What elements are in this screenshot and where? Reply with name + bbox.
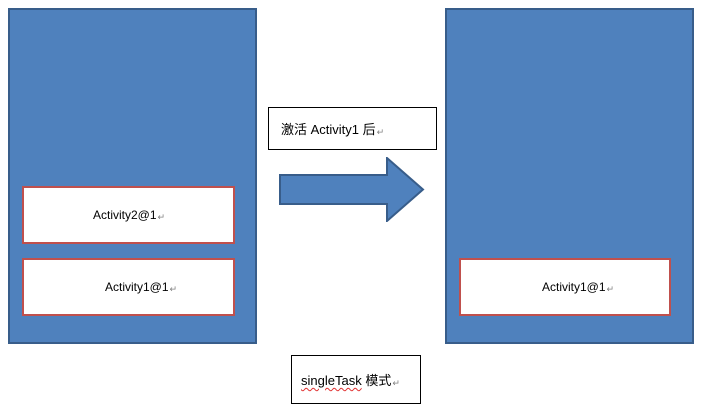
activity1-box-after: Activity1@1↵ [459,258,671,316]
action-label: 激活 Activity1 后↵ [281,122,385,137]
right-arrow-icon [279,157,425,222]
mode-label: singleTask 模式↵ [301,370,400,389]
paragraph-mark-icon: ↵ [376,127,385,137]
mode-label-suffix: 模式 [361,373,392,388]
activity1-label-after: Activity1@1↵ [542,280,615,294]
activity2-label: Activity2@1↵ [93,208,166,222]
activity2-box: Activity2@1↵ [22,186,235,244]
paragraph-mark-icon: ↵ [606,284,615,294]
action-label-box: 激活 Activity1 后↵ [268,107,437,150]
paragraph-mark-icon: ↵ [169,284,178,294]
activity1-box-before: Activity1@1↵ [22,258,235,316]
mode-label-box: singleTask 模式↵ [291,355,421,404]
paragraph-mark-icon: ↵ [157,212,166,222]
paragraph-mark-icon: ↵ [392,378,400,388]
mode-label-word: singleTask [301,373,362,388]
activity1-label-before: Activity1@1↵ [105,280,178,294]
